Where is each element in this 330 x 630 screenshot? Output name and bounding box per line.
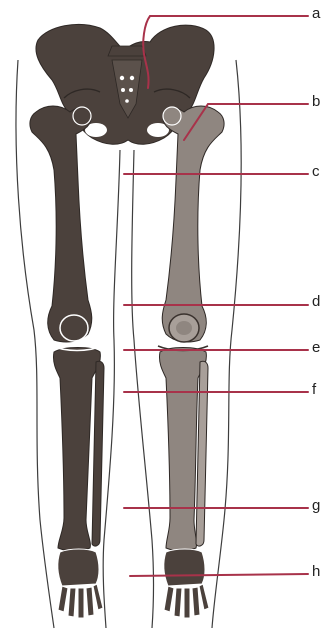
left-foot [58, 549, 103, 618]
sacral-foramen [121, 88, 125, 92]
leader-line-h [130, 574, 308, 576]
right-femur [162, 106, 224, 342]
left-patella [60, 315, 88, 341]
right-lower-leg [158, 346, 208, 551]
left-metatarsal [93, 584, 103, 610]
label-c: c [312, 164, 320, 180]
sacral-foramen [130, 76, 134, 80]
left-tarsals [58, 549, 99, 586]
right-leg-inner-outline [132, 150, 154, 628]
label-g: g [312, 498, 320, 514]
label-b: b [312, 94, 320, 110]
label-d: d [312, 294, 320, 310]
left-femoral-head [73, 107, 91, 125]
right-metatarsal [174, 588, 182, 617]
right-femur-bone [162, 106, 224, 342]
left-metatarsal [58, 586, 68, 612]
sacral-foramen [125, 99, 129, 103]
left-fibula [92, 361, 104, 546]
right-metatarsal [199, 584, 209, 610]
left-femur-bone [30, 106, 92, 342]
label-e: e [312, 340, 320, 356]
l5-vertebra [108, 46, 146, 56]
right-femoral-head [163, 107, 181, 125]
label-a: a [312, 6, 320, 22]
right-leg-outer-outline [212, 60, 241, 628]
right-metatarsal [192, 587, 200, 616]
left-leg-inner-outline [103, 150, 120, 628]
label-f: f [312, 382, 316, 398]
left-metatarsal [78, 588, 84, 618]
right-metatarsal [164, 586, 174, 612]
left-femur [30, 106, 92, 342]
left-lower-leg [52, 346, 104, 551]
right-foot [164, 549, 209, 618]
sacral-foramen [120, 76, 124, 80]
right-tarsals [164, 549, 205, 586]
left-metatarsal [86, 587, 94, 616]
right-patella-inner [176, 321, 192, 335]
sacral-foramen [129, 88, 133, 92]
left-metatarsal [68, 588, 76, 617]
right-metatarsal [184, 588, 190, 618]
label-h: h [312, 564, 320, 580]
